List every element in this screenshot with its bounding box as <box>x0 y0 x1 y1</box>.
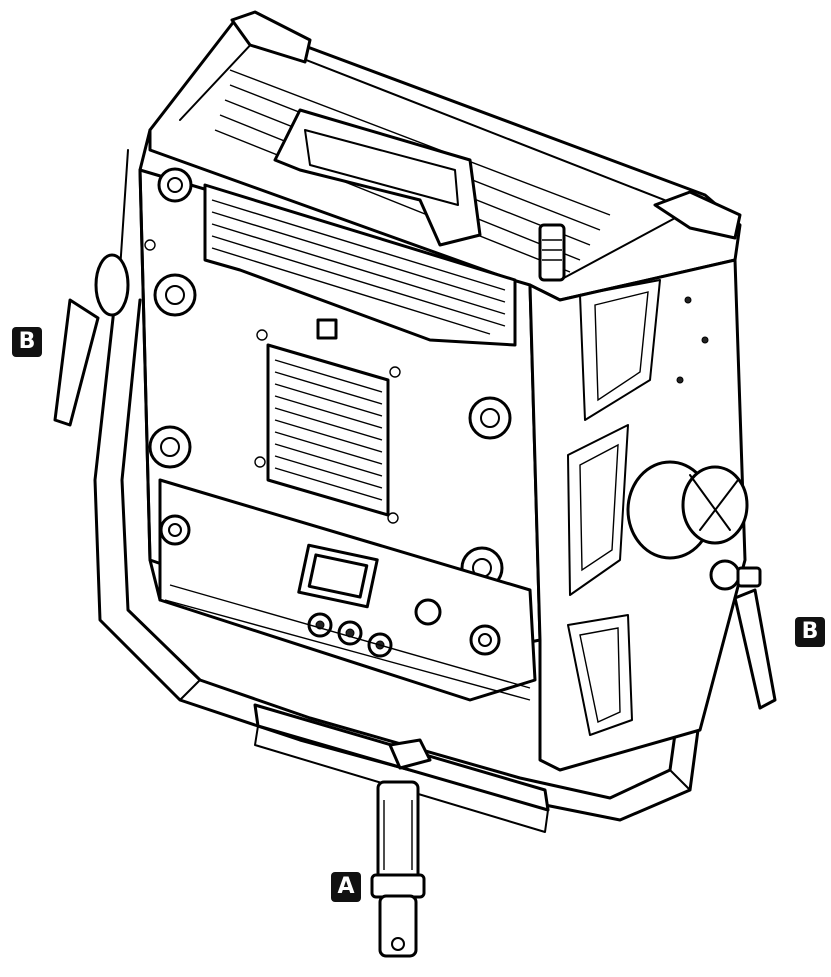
callout-label-a: A <box>331 872 361 902</box>
callout-label-b-right: B <box>795 617 825 647</box>
left-tilt-handle <box>53 253 130 427</box>
callout-label-b-left: B <box>12 327 42 357</box>
spigot <box>370 780 426 958</box>
fixture-housing <box>117 10 747 772</box>
right-tilt-knob <box>626 460 777 710</box>
